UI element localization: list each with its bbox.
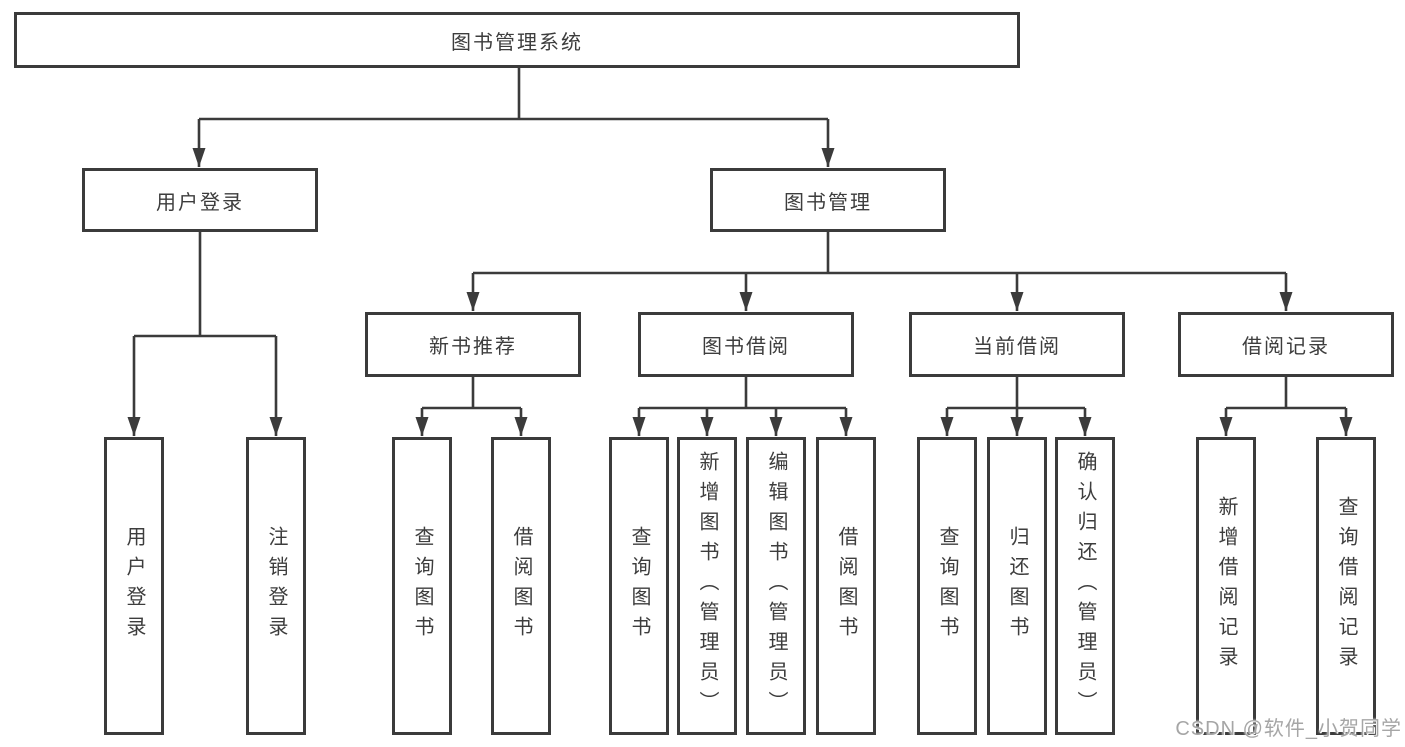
leaf-borrow-add-books-admin: 新增图书（管理员） bbox=[677, 437, 737, 735]
leaf-current-return-books: 归还图书 bbox=[987, 437, 1047, 735]
leaf-newbook-borrow-books: 借阅图书 bbox=[491, 437, 551, 735]
leaf-borrow-borrow-books: 借阅图书 bbox=[816, 437, 876, 735]
node-new-book-recommendation: 新书推荐 bbox=[365, 312, 581, 377]
leaf-records-query-borrow-record: 查询借阅记录 bbox=[1316, 437, 1376, 735]
node-borrowing-records: 借阅记录 bbox=[1178, 312, 1394, 377]
leaf-logout: 注销登录 bbox=[246, 437, 306, 735]
leaf-user-login: 用户登录 bbox=[104, 437, 164, 735]
leaf-current-query-books: 查询图书 bbox=[917, 437, 977, 735]
node-user-login: 用户登录 bbox=[82, 168, 318, 232]
node-book-management: 图书管理 bbox=[710, 168, 946, 232]
node-current-borrowing: 当前借阅 bbox=[909, 312, 1125, 377]
leaf-newbook-query-books: 查询图书 bbox=[392, 437, 452, 735]
leaf-records-add-borrow-record: 新增借阅记录 bbox=[1196, 437, 1256, 735]
node-root: 图书管理系统 bbox=[14, 12, 1020, 68]
leaf-borrow-query-books: 查询图书 bbox=[609, 437, 669, 735]
connector-trunks bbox=[134, 68, 1346, 410]
watermark: CSDN @软件_小贺同学 bbox=[1175, 718, 1402, 740]
node-book-borrowing: 图书借阅 bbox=[638, 312, 854, 377]
leaf-borrow-edit-books-admin: 编辑图书（管理员） bbox=[746, 437, 806, 735]
leaf-current-confirm-return-admin: 确认归还（管理员） bbox=[1055, 437, 1115, 735]
